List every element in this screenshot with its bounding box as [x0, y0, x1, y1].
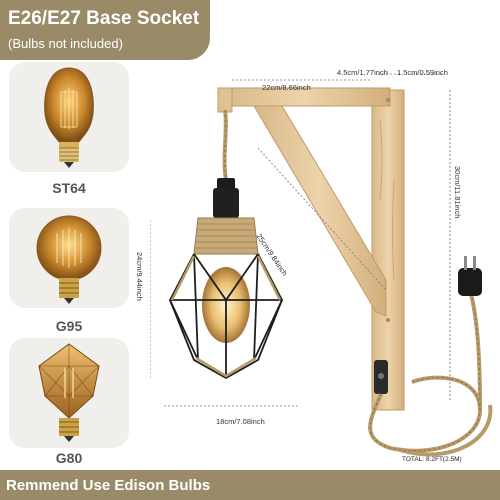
g95-bulb-image — [36, 215, 102, 304]
bulb-label-st64: ST64 — [52, 180, 86, 196]
bulb-label-g80: G80 — [55, 450, 83, 466]
shade-width-dimension: 18cm/7.08inch — [216, 417, 265, 426]
header-badge — [0, 0, 210, 60]
cord-total-length: TOTAL: 8.2FT(2.5M) — [402, 456, 462, 463]
height-dimension: 30cm/11.81inch — [453, 166, 462, 219]
bracket-thickness-dimension: 4.5cm/1.77inch — [337, 68, 388, 77]
bulb-card-g80 — [9, 338, 129, 448]
arm-length-dimension: 22cm/8.66inch — [262, 83, 311, 92]
bulbs-not-included-note: (Bulbs not included) — [8, 36, 123, 51]
bulb-card-st64 — [9, 62, 129, 172]
wall-lamp-image — [150, 73, 493, 457]
bulb-label-g95: G95 — [55, 318, 83, 334]
st64-bulb-image — [44, 67, 94, 168]
footer-banner — [0, 470, 500, 500]
g80-bulb-image — [38, 343, 100, 442]
base-socket-title: E26/E27 Base Socket — [8, 8, 200, 29]
plank-width-dimension: 1.5cm/0.59inch — [397, 68, 448, 77]
shade-height-dimension: 24cm/9.44inch — [135, 252, 144, 301]
edison-bulbs-recommendation: Remmend Use Edison Bulbs — [6, 477, 211, 494]
bulb-card-g95 — [9, 208, 129, 308]
